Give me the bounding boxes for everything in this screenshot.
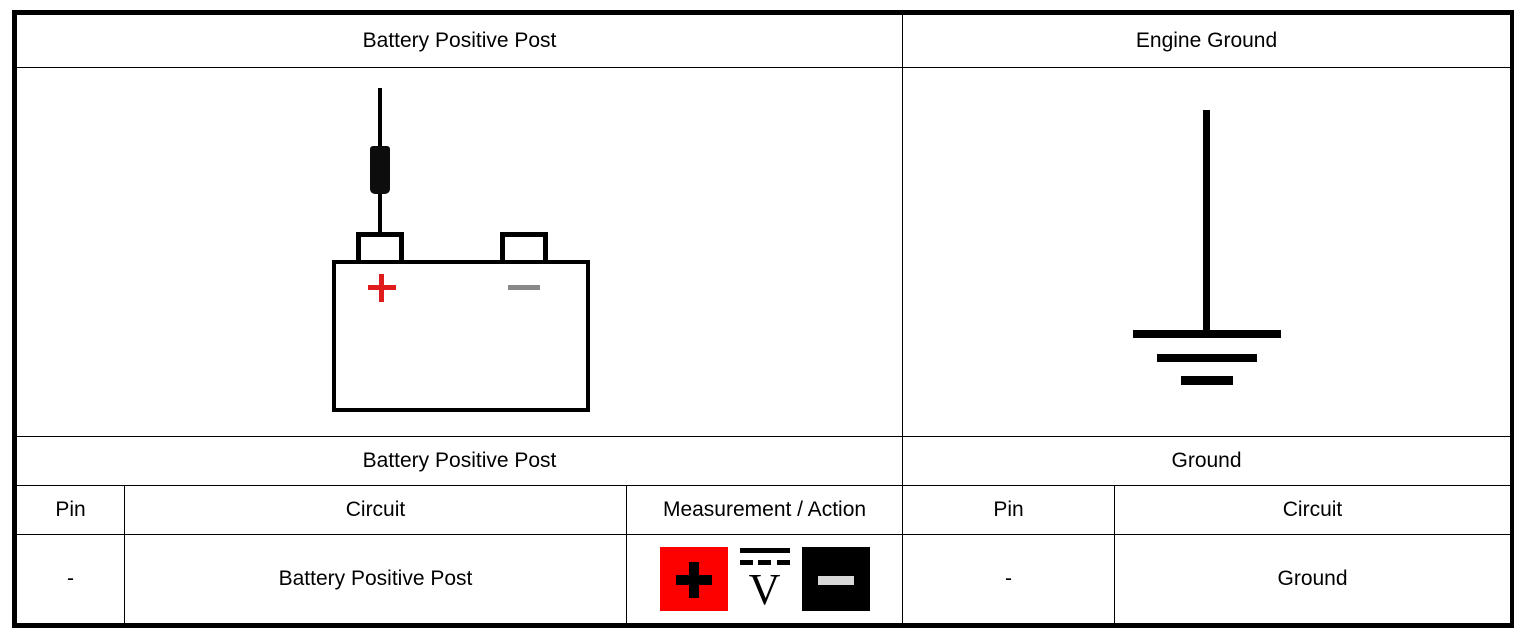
title-left-label: Battery Positive Post (362, 29, 557, 53)
cell-left-circuit: Battery Positive Post (124, 534, 627, 624)
dc-dash-3 (776, 560, 790, 565)
positive-lead-icon (659, 547, 728, 611)
measurement-table: Battery Positive Post Engine Ground (12, 10, 1514, 628)
title-right-label: Engine Ground (1135, 29, 1278, 53)
measurement-icon-group: V (627, 544, 902, 614)
battery-positive-post (355, 232, 404, 262)
ground-stem (1202, 110, 1210, 336)
cell-right-pin-value: - (1005, 567, 1013, 591)
cell-left-pin: - (16, 534, 125, 624)
cell-right-circuit-value: Ground (1277, 567, 1348, 591)
header-right-circuit: Circuit (1114, 485, 1512, 535)
subtitle-right-cell: Ground (902, 436, 1512, 486)
cell-right-pin: - (902, 534, 1116, 624)
header-left-pin: Pin (16, 485, 125, 535)
column-header-row: Pin Circuit Measurement / Action Pin Cir… (16, 485, 1512, 535)
subtitle-left-label: Battery Positive Post (362, 449, 557, 473)
subtitle-row: Battery Positive Post Ground (15, 436, 1512, 486)
header-right-pin-label: Pin (993, 498, 1024, 522)
dc-solid-bar (739, 548, 790, 553)
dc-voltage-icon: V (734, 544, 796, 614)
cell-measurement: V (625, 534, 904, 624)
header-left-circuit-label: Circuit (345, 498, 406, 522)
title-right-cell: Engine Ground (902, 14, 1512, 68)
dc-dashed-bar (739, 560, 790, 565)
header-measurement: Measurement / Action (625, 485, 904, 535)
battery-symbol-cell (15, 67, 904, 437)
header-left-circuit: Circuit (124, 485, 627, 535)
battery-symbol (310, 82, 610, 422)
subtitle-left-cell: Battery Positive Post (15, 436, 904, 486)
ground-bar-3 (1180, 376, 1233, 385)
table-row: - Battery Positive Post (16, 534, 1512, 624)
dc-dash-1 (739, 560, 753, 565)
battery-negative-post (499, 232, 548, 262)
header-left-pin-label: Pin (55, 498, 86, 522)
ground-bar-2 (1156, 354, 1257, 362)
ground-bar-1 (1132, 330, 1281, 338)
battery-minus-icon (507, 285, 540, 290)
title-left-cell: Battery Positive Post (15, 14, 904, 68)
cell-left-pin-value: - (67, 567, 74, 591)
title-row: Battery Positive Post Engine Ground (15, 14, 1512, 68)
voltage-letter: V (748, 565, 781, 614)
cell-right-circuit: Ground (1114, 534, 1512, 624)
negative-lead-icon (801, 547, 870, 611)
probe-grip (369, 146, 390, 194)
symbol-row (15, 67, 1512, 437)
subtitle-right-label: Ground (1171, 449, 1242, 473)
ground-symbol-cell (902, 67, 1512, 437)
cell-left-circuit-value: Battery Positive Post (278, 567, 473, 591)
header-right-circuit-label: Circuit (1282, 498, 1343, 522)
dc-dash-2 (758, 560, 772, 565)
header-measurement-label: Measurement / Action (662, 498, 867, 522)
test-probe-icon (369, 88, 390, 234)
header-right-pin: Pin (902, 485, 1116, 535)
ground-symbol-icon (1097, 102, 1317, 402)
battery-plus-icon (367, 274, 396, 302)
